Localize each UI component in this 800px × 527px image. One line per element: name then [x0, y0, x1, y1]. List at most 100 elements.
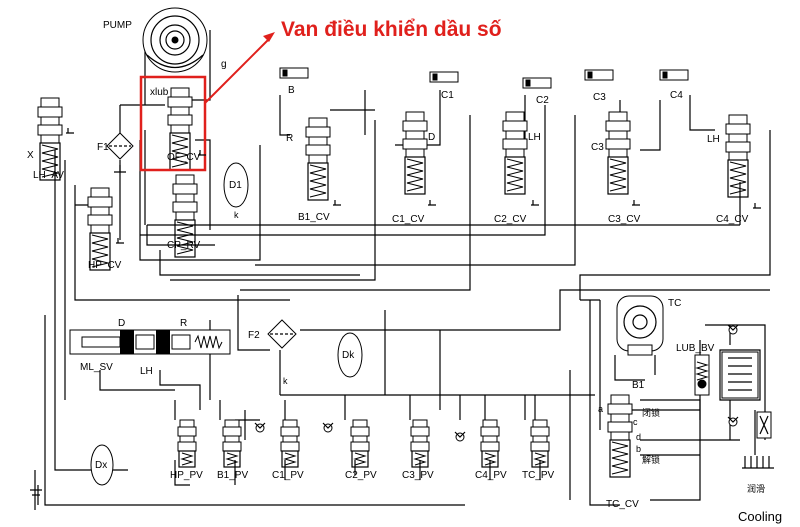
check-valve-1	[254, 422, 266, 433]
check-valve-3	[454, 431, 466, 442]
label-ml-sv: ML_SV	[80, 362, 113, 373]
label-lub-bv: LUB_BV	[676, 343, 715, 354]
label-port-c: c	[633, 417, 638, 427]
label-b1-tc: B1	[632, 380, 645, 391]
label-lubrication: 润滑	[747, 483, 765, 494]
drain-lh	[65, 127, 75, 134]
c3-pv-valve	[410, 419, 430, 468]
annotation-title: Van điều khiển dầu số	[281, 18, 502, 41]
label-lh-av: LH_AV	[33, 170, 64, 181]
label-r1: R	[286, 133, 293, 144]
label-b: B	[288, 85, 295, 96]
label-hp-cv: HP_CV	[88, 260, 122, 271]
label-c2-pv: C2_PV	[345, 470, 377, 481]
label-d-ml: D	[118, 318, 125, 329]
cylinder-c2	[522, 77, 552, 89]
drain-b1	[332, 199, 342, 206]
annotation-arrow	[204, 39, 269, 104]
c1-pv-valve	[280, 419, 300, 468]
label-tc-pv: TC_PV	[522, 470, 555, 481]
label-b1-pv: B1_PV	[217, 470, 248, 481]
label-f2: F2	[248, 330, 260, 341]
drain-c3	[631, 199, 641, 206]
label-c4-cv: C4_CV	[716, 214, 749, 225]
label-port-b: b	[636, 444, 641, 454]
cylinder-c1	[429, 71, 459, 83]
pump-symbol	[142, 7, 208, 73]
label-of-cv: OF_CV	[167, 152, 201, 163]
c2-cv-valve	[502, 111, 528, 195]
arrow-head	[263, 32, 275, 42]
label-c3-cv: C3_CV	[608, 214, 641, 225]
cylinder-c3	[584, 69, 614, 81]
label-c1-cv: C1_CV	[392, 214, 425, 225]
label-c2: C2	[536, 95, 549, 106]
label-c2-cv: C2_CV	[494, 214, 527, 225]
drain-c1	[427, 199, 437, 206]
label-cp-rv: CP_RV	[167, 240, 200, 251]
label-port-a: a	[598, 404, 603, 414]
cooler-check-top	[727, 324, 739, 335]
label-port-d: d	[636, 432, 641, 442]
hp-cv-valve	[87, 187, 113, 271]
ml-sv-valve	[69, 329, 231, 355]
label-c3: C3	[593, 92, 606, 103]
hp-pv-valve	[177, 419, 197, 468]
tank-symbol	[30, 485, 42, 505]
c1-cv-valve	[402, 111, 428, 195]
label-lh-c4: LH	[707, 134, 720, 145]
label-x: X	[27, 150, 34, 161]
b1-pv-valve	[222, 419, 242, 468]
label-c4-pv: C4_PV	[475, 470, 507, 481]
label-c1-pv: C1_PV	[272, 470, 304, 481]
label-f1: F1	[97, 142, 109, 153]
c3-cv-valve	[605, 111, 631, 195]
highlight-box	[139, 75, 207, 172]
tc-pv-valve	[530, 419, 550, 468]
lh-av-valve	[37, 97, 63, 181]
label-unlock: 解锁	[642, 454, 660, 465]
label-dx: Dx	[95, 460, 107, 471]
label-c4: C4	[670, 90, 683, 101]
label-dk: Dk	[342, 350, 355, 361]
dk-accumulator	[337, 332, 363, 378]
label-c1: C1	[441, 90, 454, 101]
label-pump: PUMP	[103, 20, 132, 31]
label-k2: k	[283, 376, 288, 386]
d1-accumulator	[223, 162, 249, 208]
c4-cv-valve	[725, 114, 751, 198]
tc-cv-valve	[607, 394, 633, 478]
dx-accumulator	[90, 444, 114, 486]
lub-bv-valve	[694, 354, 710, 396]
label-lh-c2: LH	[528, 132, 541, 143]
label-tc-cv: TC_CV	[606, 499, 639, 510]
label-c3-pv: C3_PV	[402, 470, 434, 481]
label-tc: TC	[668, 298, 681, 309]
label-r-ml: R	[180, 318, 187, 329]
cooler-check-bottom	[727, 416, 739, 427]
c2-pv-valve	[350, 419, 370, 468]
cylinder-b	[279, 67, 309, 79]
label-d-c1: D	[428, 132, 435, 143]
label-cooling: Cooling	[738, 509, 782, 524]
label-lh-ml: LH	[140, 366, 153, 377]
lubrication-manifold-icon	[742, 456, 774, 469]
tc-torque-converter	[616, 295, 664, 356]
cylinder-c4	[659, 69, 689, 81]
f1-filter-symbol	[106, 132, 134, 173]
b1-cv-valve	[305, 117, 331, 201]
label-c3-inner: C3	[591, 142, 604, 153]
c4-pv-valve	[480, 419, 500, 468]
label-g: g	[221, 59, 227, 70]
label-hp-pv: HP_PV	[170, 470, 203, 481]
check-valve-2	[322, 422, 334, 433]
label-xlub: xlub	[150, 87, 169, 98]
drain-c4	[752, 202, 762, 209]
label-lock: 闭锁	[642, 407, 660, 418]
lube-valve-symbol	[756, 411, 772, 439]
label-k1: k	[234, 210, 239, 220]
drain-c2	[530, 199, 540, 206]
f2-filter-symbol	[267, 319, 297, 349]
